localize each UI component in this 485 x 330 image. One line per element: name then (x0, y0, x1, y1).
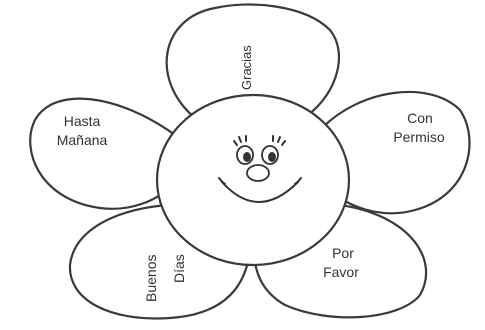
petal-lower-left-label-line2: Días (171, 254, 187, 283)
petal-upper-left-label-line1: Hasta (64, 113, 101, 129)
petal-lower-right-label-line1: Por (332, 245, 354, 261)
petal-upper-left-label-line2: Mañana (57, 132, 108, 148)
petal-upper-right-label-line1: Con (407, 110, 433, 126)
petal-upper-right-label-line2: Permiso (393, 129, 445, 145)
petal-top-label: Gracias (239, 45, 254, 90)
petal-upper-left (30, 99, 175, 209)
petal-lower-left-label-line1: Buenos (143, 255, 159, 302)
petal-lower-right-label-line2: Favor (323, 264, 359, 280)
